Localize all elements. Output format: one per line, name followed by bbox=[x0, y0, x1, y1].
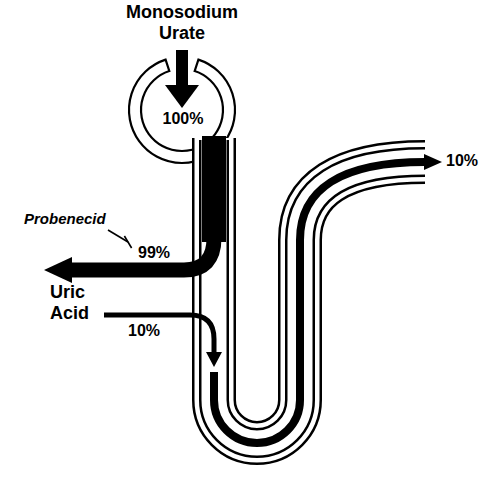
filtration-arrow bbox=[165, 50, 199, 108]
substance-label: Monosodium Urate bbox=[117, 2, 247, 43]
inhibition-mark bbox=[108, 230, 132, 248]
percent-label: 10% bbox=[446, 152, 496, 170]
reabsorption-arrow bbox=[44, 136, 226, 283]
excretion-flow bbox=[214, 154, 442, 443]
substance-label: Uric Acid bbox=[50, 282, 100, 323]
drug-label: Probenecid bbox=[24, 210, 134, 227]
percent-label: 10% bbox=[128, 322, 178, 340]
percent-label: 100% bbox=[153, 110, 213, 128]
renal-tubule bbox=[214, 138, 425, 443]
secretion-arrow bbox=[104, 315, 222, 367]
percent-label: 99% bbox=[138, 244, 188, 262]
